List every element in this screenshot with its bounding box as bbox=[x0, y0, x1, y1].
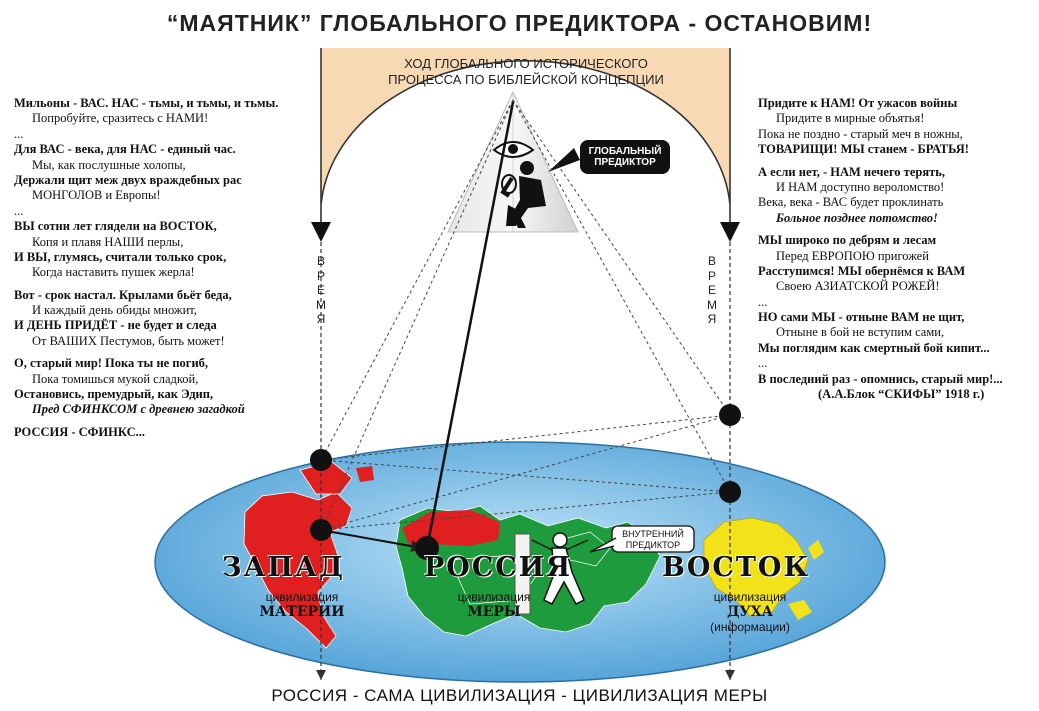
west-region-label: ЗАПАД bbox=[222, 552, 345, 583]
internal-predictor-label: ВНУТРЕННИЙ ПРЕДИКТОР bbox=[622, 529, 684, 550]
east-civilization-label: цивилизация ДУХА (информации) bbox=[710, 590, 790, 634]
page-title: “МАЯТНИК” ГЛОБАЛЬНОГО ПРЕДИКТОРА - ОСТАН… bbox=[166, 10, 873, 36]
poem-line: Мы, как послушные холопы, bbox=[32, 157, 186, 172]
global-predictor-callout bbox=[548, 140, 670, 174]
poem-line: Расступимся! МЫ обернёмся к ВАМ bbox=[758, 263, 966, 278]
pendulum-ball-icon bbox=[310, 519, 332, 541]
poem-line: Отныне в бой не вступим сами, bbox=[776, 325, 945, 340]
poem-line: НО сами МЫ - отныне ВАМ не щит, bbox=[758, 310, 965, 325]
pendulum-ball-icon bbox=[719, 481, 741, 503]
poem-line: И ДЕНЬ ПРИДЁТ - не будет и следа bbox=[14, 318, 217, 333]
poem-line: И ВЫ, глумясь, считали только срок, bbox=[14, 249, 227, 264]
left-poem: Мильоны - ВАС. НАС - тьмы, и тьмы, и тьм… bbox=[14, 96, 278, 440]
poem-line bbox=[14, 418, 278, 425]
poem-line: Пред СФИНКСОМ с древнею загадкой bbox=[32, 402, 245, 417]
poem-line: Копя и плавя НАШИ перлы, bbox=[32, 234, 184, 249]
poem-line bbox=[14, 281, 278, 288]
poem-line: ... bbox=[14, 126, 24, 141]
poem-line: Мы поглядим как смертный бой кипит... bbox=[758, 340, 990, 355]
poem-line bbox=[758, 226, 1003, 233]
pendulum-ball-icon bbox=[310, 449, 332, 471]
poem-line: Своею АЗИАТСКОЙ РОЖЕЙ! bbox=[776, 279, 940, 294]
pendulum-swing-lines bbox=[320, 99, 731, 531]
russia-civilization-label: цивилизация МЕРЫ bbox=[457, 590, 531, 620]
west-to-russia-arrow bbox=[320, 529, 424, 553]
right-axis-tip-icon bbox=[725, 670, 735, 680]
historical-process-label: ХОД ГЛОБАЛЬНОГО ИСТОРИЧЕСКОГО ПРОЦЕССА П… bbox=[388, 56, 664, 87]
poem-line bbox=[14, 349, 278, 356]
left-axis-tip-icon bbox=[316, 670, 326, 680]
east-continent-map bbox=[703, 517, 824, 620]
russia-region-label: РОССИЯ bbox=[424, 552, 573, 583]
poem-line: РОССИЯ - СФИНКС... bbox=[14, 424, 146, 439]
poem-line: Держали щит меж двух враждебных рас bbox=[14, 172, 242, 187]
poem-line: Века, века - ВАС будет проклинать bbox=[758, 195, 944, 210]
poem-line: Мильоны - ВАС. НАС - тьмы, и тьмы, и тьм… bbox=[14, 96, 279, 110]
poem-line: ВЫ сотни лет глядели на ВОСТОК, bbox=[14, 219, 217, 234]
internal-predictor-callout bbox=[589, 525, 695, 553]
poem-line: ... bbox=[758, 294, 768, 309]
poem-line: В последний раз - опомнись, старый мир!.… bbox=[758, 371, 1003, 386]
poem-line: ... bbox=[14, 203, 24, 218]
poem-line: Попробуйте, сразитесь с НАМИ! bbox=[32, 111, 209, 126]
pendulum-ball-icon bbox=[415, 536, 439, 560]
poem-line: Пока томишься мукой сладкой, bbox=[32, 371, 199, 386]
poem-line: Вот - срок настал. Крылами бьёт беда, bbox=[14, 287, 232, 302]
poem-line: ... bbox=[758, 356, 768, 371]
poem-line: ТОВАРИЩИ! МЫ станем - БРАТЬЯ! bbox=[758, 142, 969, 157]
poem-line: Перед ЕВРОПОЮ пригожей bbox=[776, 248, 929, 263]
poem-line: Для ВАС - века, для НАС - единый час. bbox=[14, 142, 236, 157]
internal-predictor-pillar bbox=[514, 533, 531, 615]
poem-line: Придите к НАМ! От ужасов войны bbox=[758, 96, 958, 110]
east-region-label: ВОСТОК bbox=[662, 552, 811, 583]
west-civilization-label: цивилизация МАТЕРИИ bbox=[259, 590, 345, 620]
poem-line: Придите в мирные объятья! bbox=[776, 111, 925, 126]
person-at-wheel-icon bbox=[500, 161, 546, 228]
poem-line: Остановись, премудрый, как Эдип, bbox=[14, 387, 214, 402]
pendulum-ball-icon bbox=[719, 404, 741, 426]
poem-line: О, старый мир! Пока ты не погиб, bbox=[14, 356, 209, 371]
poem-line: И НАМ доступно вероломство! bbox=[776, 179, 945, 194]
historical-process-arc bbox=[311, 48, 740, 242]
poem-line: Пока не поздно - старый меч в ножны, bbox=[758, 126, 963, 141]
global-predictor-label: ГЛОБАЛЬНЫЙ ПРЕДИКТОР bbox=[588, 146, 662, 168]
poem-line: И каждый день обиды множит, bbox=[32, 303, 197, 318]
bottom-caption: РОССИЯ - САМА ЦИВИЛИЗАЦИЯ - ЦИВИЛИЗАЦИЯ … bbox=[271, 686, 768, 705]
poem-line: Больное позднее потомство! bbox=[776, 210, 938, 225]
left-arc-arrow-icon bbox=[311, 222, 331, 242]
right-arc-arrow-icon bbox=[720, 222, 740, 242]
poem-line: А если нет, - НАМ нечего терять, bbox=[758, 164, 945, 179]
poem-line: Когда наставить пушек жерла! bbox=[32, 265, 195, 280]
poem-line: МЫ широко по дебрям и лесам bbox=[758, 233, 937, 248]
poem-line: (А.А.Блок “СКИФЫ” 1918 г.) bbox=[818, 387, 985, 402]
throwing-person-icon bbox=[531, 532, 589, 605]
pendulum-rod bbox=[425, 101, 515, 549]
poem-line bbox=[758, 158, 1003, 165]
poem-line: МОНГОЛОВ и Европы! bbox=[32, 188, 161, 203]
poem-line: От ВАШИХ Пестумов, быть может! bbox=[32, 333, 225, 348]
